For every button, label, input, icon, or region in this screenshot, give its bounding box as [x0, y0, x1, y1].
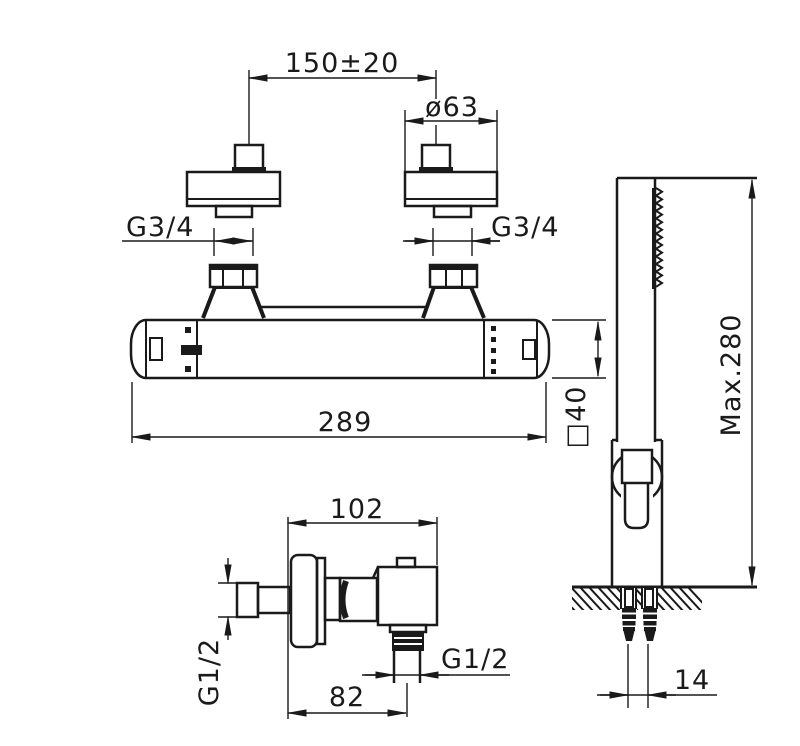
dim-outlet-offset-label: 82	[329, 682, 365, 713]
dim-anchor-spacing: 14	[597, 644, 717, 708]
dim-body-profile-label: □40	[561, 386, 592, 449]
dim-outlet-offset: 82	[286, 682, 408, 717]
anchor-bolt-left	[620, 588, 637, 641]
dim-inlet-thread-right-label: G3/4	[491, 212, 559, 243]
dim-outlet-thread: G1/2	[362, 644, 510, 679]
hand-shower-wand	[615, 176, 757, 442]
dim-inlet-thread-left: G3/4	[122, 212, 254, 256]
dim-anchor-spacing-label: 14	[674, 665, 710, 696]
side-inlet-pipe	[235, 581, 292, 619]
dim-body-width-label: 289	[318, 407, 373, 438]
dim-inlet-thread-left-label: G3/4	[126, 212, 194, 243]
spray-face	[652, 188, 656, 289]
left-wall-union	[185, 143, 282, 219]
dim-body-width: 289	[130, 382, 548, 443]
dim-max-height-label: Max.280	[716, 314, 747, 437]
dim-outlet-thread-label: G1/2	[441, 644, 509, 675]
dim-body-profile: □40	[552, 319, 606, 449]
side-body	[323, 556, 439, 627]
dim-max-height: Max.280	[716, 178, 756, 587]
mixer-body	[129, 318, 551, 380]
side-outlet	[388, 623, 428, 717]
side-view: 102 G1/2	[194, 494, 510, 719]
right-wall-union	[403, 143, 499, 219]
dim-wall-spacing-label: 150±20	[285, 48, 400, 79]
anchor-bolt-right	[641, 588, 658, 641]
temperature-handle	[149, 327, 202, 372]
shower-holder	[610, 438, 664, 587]
dim-wall-spacing: 150±20	[247, 48, 438, 144]
dim-inlet-thread-right: G3/4	[403, 212, 559, 256]
dim-escutcheon-diameter: ø63	[403, 92, 499, 171]
right-inlet-connection	[421, 263, 486, 319]
left-inlet-connection	[201, 263, 266, 319]
flow-handle	[491, 326, 536, 374]
dim-inlet-thread-label: G1/2	[194, 638, 225, 706]
dim-total-depth-label: 102	[330, 494, 385, 525]
dim-inlet-thread: G1/2	[194, 558, 237, 706]
side-escutcheon	[289, 553, 327, 649]
dim-total-depth: 102	[286, 494, 439, 719]
dim-escutcheon-diameter-label: ø63	[425, 92, 479, 123]
front-view: 150±20 ø63	[122, 48, 606, 448]
hand-shower-view: 14 Max.280	[572, 176, 757, 708]
